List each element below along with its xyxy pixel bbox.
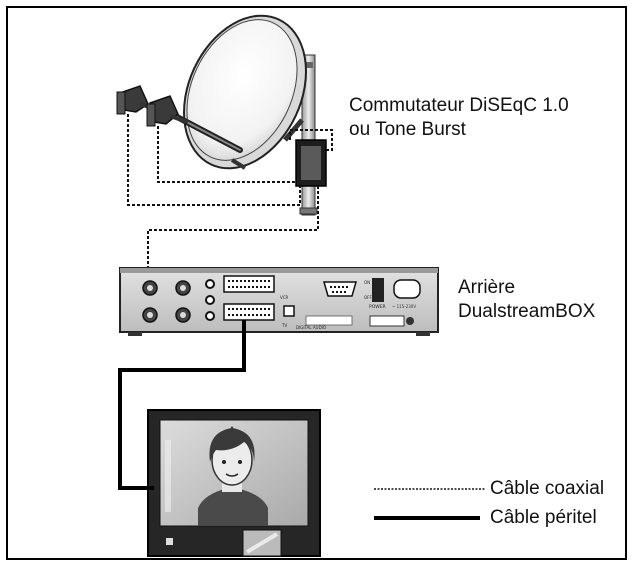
power-label: POWER: [369, 304, 386, 310]
tv-portrait: [198, 426, 268, 526]
tv-label: TV: [281, 323, 287, 328]
off-label: OFF: [364, 295, 372, 300]
vcr-label: VCR: [280, 295, 289, 300]
diseqc-switch: [295, 139, 327, 187]
receiver-rear-panel: ~ 115-230V: [119, 267, 439, 336]
on-label: ON: [364, 280, 370, 285]
legend-scart-label: Câble péritel: [490, 507, 597, 528]
legend-coax-label: Câble coaxial: [490, 478, 605, 499]
switch-label-line1: Commutateur DiSEqC 1.0: [349, 95, 569, 116]
scart-cable: [118, 320, 246, 490]
switch-label-line2: ou Tone Burst: [349, 119, 466, 140]
satellite-dish: [183, 14, 307, 170]
receiver-label-line2: DualstreamBOX: [458, 301, 596, 322]
digital-audio-label: DIGITAL AUDIO: [296, 325, 326, 330]
coax-cables: [127, 114, 333, 280]
receiver-label-line1: Arrière: [458, 277, 516, 298]
svg-text:~ 115-230V: ~ 115-230V: [392, 304, 416, 309]
lnb-2: [146, 95, 189, 127]
diagram-frame: [6, 6, 627, 560]
